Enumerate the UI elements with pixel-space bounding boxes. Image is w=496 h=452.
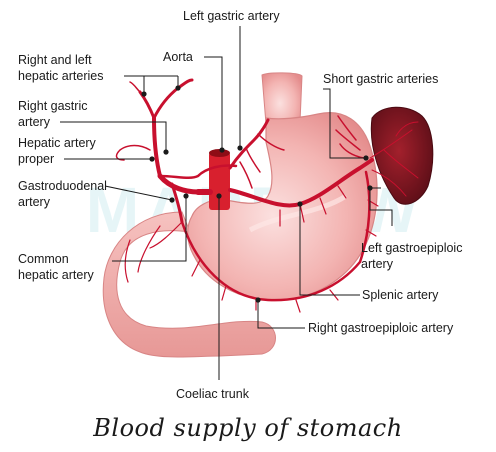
label-right-left-hepatic-line2: hepatic arteries (18, 69, 103, 83)
label-gastroduodenal-line2: artery (18, 195, 51, 209)
label-left-gastric-artery: Left gastric artery (183, 9, 280, 23)
label-common-hepatic-line1: Common (18, 252, 69, 266)
label-right-gastric-line1: Right gastric (18, 99, 87, 113)
label-common-hepatic-line2: hepatic artery (18, 268, 94, 282)
label-right-left-hepatic-line1: Right and left (18, 53, 92, 67)
label-right-gastric-line2: artery (18, 115, 51, 129)
label-right-gastroepiploic-artery: Right gastroepiploic artery (308, 321, 454, 335)
label-left-gastroepiploic-line1: Left gastroepiploic (361, 241, 462, 255)
figure-caption: Blood supply of stomach (0, 414, 496, 442)
label-hepatic-proper-line2: proper (18, 152, 54, 166)
label-hepatic-proper-line1: Hepatic artery (18, 136, 97, 150)
label-gastroduodenal-line1: Gastroduodenal (18, 179, 107, 193)
label-left-gastroepiploic-line2: artery (361, 257, 394, 271)
label-short-gastric-arteries: Short gastric arteries (323, 72, 438, 86)
label-aorta: Aorta (163, 50, 193, 64)
label-splenic-artery: Splenic artery (362, 288, 439, 302)
label-coeliac-trunk: Coeliac trunk (176, 387, 250, 401)
